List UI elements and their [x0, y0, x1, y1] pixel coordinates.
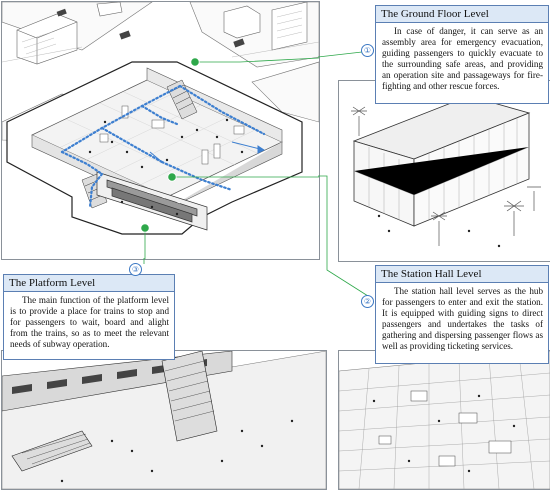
- leader-lines: [144, 57, 319, 259]
- level-number-2: ②: [361, 295, 374, 308]
- station-hall-level-text: The station hall level serves as the hub…: [382, 286, 543, 351]
- ground-floor-grid: [353, 118, 530, 220]
- level-number-3: ③: [129, 263, 142, 276]
- evacuation-arrows: [149, 141, 265, 163]
- platform-level-text: The main function of the platform level …: [10, 295, 169, 349]
- station-hall-level-box: The Station Hall Level The station hall …: [375, 265, 549, 364]
- platform-render: [1, 350, 327, 490]
- station-hall-render: [338, 350, 550, 490]
- passenger-figures: [88, 118, 244, 216]
- hall-fittings: [99, 105, 245, 165]
- train-windows: [12, 359, 207, 394]
- ground-floor-level-text: In case of danger, it can serve as an as…: [382, 26, 543, 91]
- station-hall-level-title: The Station Hall Level: [376, 266, 548, 283]
- evacuation-routes: [60, 84, 266, 209]
- street-details: [2, 10, 319, 63]
- hall-people: [372, 394, 516, 473]
- level-markers: [140, 57, 200, 233]
- station-hall-drawing: [339, 351, 550, 489]
- station-hall-volume: [6, 61, 303, 235]
- axonometric-drawing: [2, 2, 319, 259]
- escalator-steps: [21, 360, 215, 465]
- ground-floor-render: [338, 80, 550, 262]
- hall-fixtures: [378, 390, 512, 467]
- platform-drawing: [2, 351, 326, 489]
- hall-columns-grid: [339, 353, 550, 489]
- platform-level-box: The Platform Level The main function of …: [3, 274, 175, 360]
- platform-level: [96, 171, 208, 231]
- platform-level-title: The Platform Level: [4, 275, 174, 292]
- level-number-1: ①: [361, 44, 374, 57]
- ground-floor-drawing: [351, 95, 541, 248]
- street-buildings: [16, 2, 308, 65]
- ground-floor-level-box: The Ground Floor Level In case of danger…: [375, 5, 549, 104]
- hall-floor-plan: [339, 351, 550, 489]
- ground-trees: [351, 106, 541, 246]
- ground-floor-level-title: The Ground Floor Level: [376, 6, 548, 23]
- station-axonometric-view: [1, 1, 320, 260]
- platform-people: [60, 419, 294, 483]
- ground-people: [377, 214, 501, 248]
- escalators: [81, 79, 198, 209]
